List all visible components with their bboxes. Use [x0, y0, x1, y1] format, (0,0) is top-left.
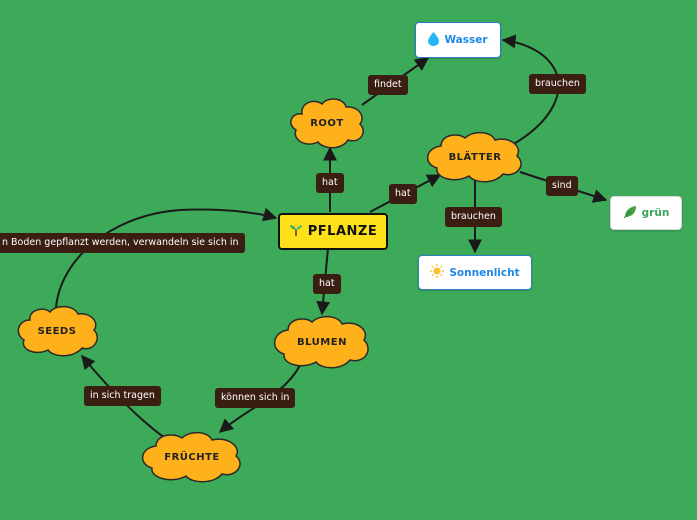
- cloud-shape: [17, 305, 98, 357]
- seedling-icon: [289, 223, 303, 240]
- node-root[interactable]: ROOT: [288, 98, 366, 149]
- sun-icon: [430, 264, 445, 281]
- node-seeds-label: SEEDS: [37, 325, 77, 337]
- edge-blaetter-wasser: [501, 34, 560, 146]
- edge-label-root-wasser: findet: [368, 75, 408, 95]
- node-seeds[interactable]: SEEDS: [16, 305, 98, 357]
- water-drop-icon: [428, 31, 440, 49]
- cloud-shape: [427, 131, 522, 183]
- node-fruechte[interactable]: FRÜCHTE: [140, 431, 244, 483]
- node-gruen-label: grün: [641, 207, 670, 219]
- node-gruen[interactable]: grün: [610, 196, 682, 230]
- edge-label-pflanze-root: hat: [316, 173, 344, 193]
- edge-label-pflanze-blumen: hat: [313, 274, 341, 294]
- node-wasser-label: Wasser: [444, 34, 488, 46]
- node-blaetter-label: BLÄTTER: [448, 151, 502, 163]
- node-wasser[interactable]: Wasser: [415, 22, 501, 58]
- edge-label-pflanze-blaetter: hat: [389, 184, 417, 204]
- node-sonnenlicht-label: Sonnenlicht: [449, 266, 520, 279]
- node-root-label: ROOT: [310, 117, 344, 129]
- edge-label-blaetter-sonnenlicht: brauchen: [445, 207, 502, 227]
- cloud-shape: [142, 431, 241, 483]
- node-sonnenlicht[interactable]: Sonnenlicht: [418, 255, 532, 290]
- cloud-shape: [274, 315, 369, 369]
- node-pflanze[interactable]: PFLANZE: [278, 213, 388, 250]
- node-blumen-label: BLUMEN: [297, 336, 347, 348]
- edge-label-blaetter-wasser: brauchen: [529, 74, 586, 94]
- edge-label-blaetter-gruen: sind: [546, 176, 578, 196]
- node-pflanze-label: PFLANZE: [307, 224, 378, 239]
- edge-label-seeds-pflanze: n Boden gepflanzt werden, verwandeln sie…: [0, 233, 245, 253]
- node-blaetter[interactable]: BLÄTTER: [425, 131, 525, 183]
- edge-seeds-pflanze: [55, 207, 278, 309]
- node-fruechte-label: FRÜCHTE: [164, 451, 220, 463]
- edge-label-fruechte-seeds: in sich tragen: [84, 386, 161, 406]
- cloud-shape: [290, 98, 364, 149]
- node-blumen[interactable]: BLUMEN: [272, 315, 372, 369]
- edge-label-blumen-fruechte: können sich in: [215, 388, 296, 408]
- leaf-icon: [623, 205, 637, 222]
